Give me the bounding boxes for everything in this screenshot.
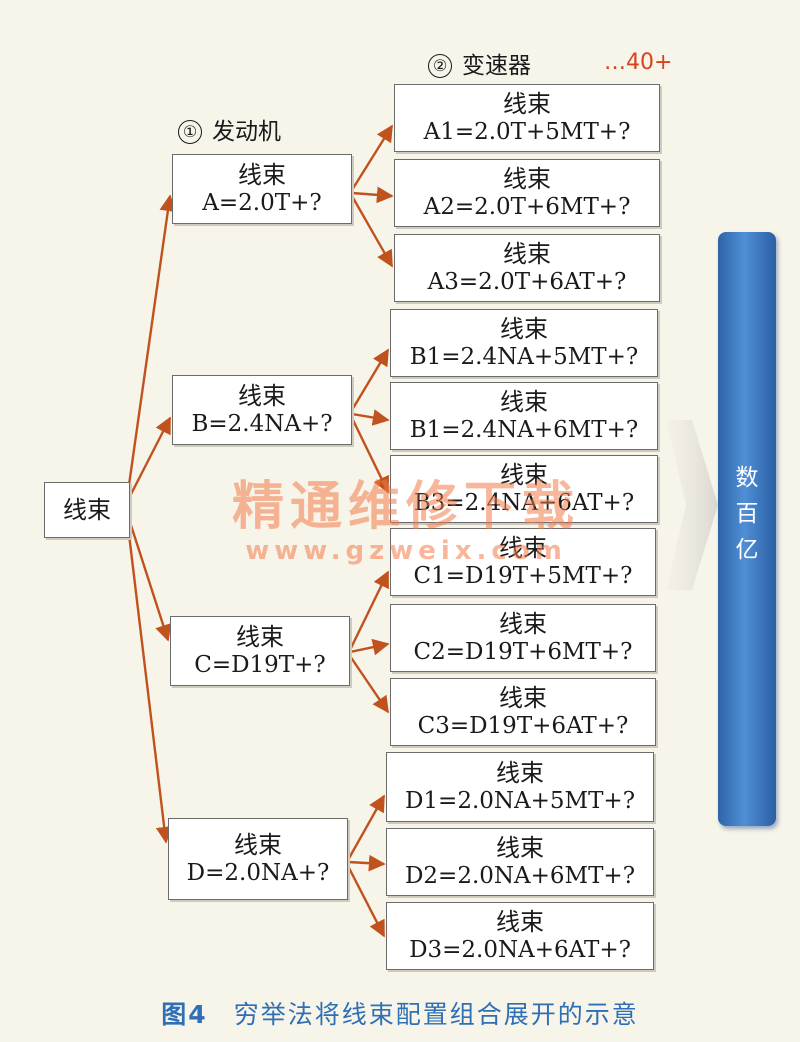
node-label: 线束: [234, 831, 282, 859]
engine-node-b: 线束 B=2.4NA+?: [172, 375, 352, 445]
transmission-header: ② 变速器: [428, 46, 531, 80]
config-node-c3: 线束 C3=D19T+6AT+?: [390, 678, 656, 746]
node-formula: A1=2.0T+5MT+?: [423, 119, 631, 145]
arrow-c-to-c2: [349, 638, 390, 656]
arrow-root-to-c: [126, 515, 172, 642]
config-node-b3: 线束 B3=2.4NA+6AT+?: [390, 455, 658, 523]
engine-node-a: 线束 A=2.0T+?: [172, 154, 352, 224]
node-label: 线束: [503, 240, 551, 268]
node-label: 线束: [496, 759, 544, 787]
result-bar: 数 百 亿: [718, 232, 776, 826]
node-label: 线束: [238, 161, 286, 189]
node-formula: B1=2.4NA+5MT+?: [409, 344, 639, 370]
config-node-d3: 线束 D3=2.0NA+6AT+?: [386, 902, 654, 970]
node-label: 线束: [496, 908, 544, 936]
arrow-b-to-b1: [350, 348, 390, 411]
node-formula: A3=2.0T+6AT+?: [427, 269, 627, 295]
transmission-header-label: 变速器: [462, 53, 531, 79]
node-formula: C2=D19T+6MT+?: [413, 639, 633, 665]
figure-caption-text: 穷举法将线束配置组合展开的示意: [233, 1000, 639, 1029]
arrow-root-to-a: [126, 194, 177, 493]
node-label: 线束: [500, 461, 548, 489]
node-formula: C1=D19T+5MT+?: [413, 563, 633, 589]
node-formula: B=2.4NA+?: [191, 411, 333, 437]
config-node-c1: 线束 C1=D19T+5MT+?: [390, 528, 656, 596]
config-node-a3: 线束 A3=2.0T+6AT+?: [394, 234, 660, 302]
arrow-c-to-c3: [349, 655, 389, 714]
result-char: 百: [735, 501, 759, 527]
node-label: 线束: [500, 388, 548, 416]
node-label: 线束: [499, 684, 547, 712]
node-formula: D3=2.0NA+6AT+?: [409, 937, 631, 963]
step-number-2: ②: [428, 54, 452, 78]
config-node-a1: 线束 A1=2.0T+5MT+?: [394, 84, 660, 152]
result-char: 亿: [735, 537, 759, 563]
arrow-a-to-a2: [351, 186, 394, 204]
node-formula: C=D19T+?: [194, 652, 326, 678]
figure-number: 图4: [161, 1000, 208, 1029]
node-formula: B3=2.4NA+6AT+?: [413, 490, 635, 516]
arrow-c-to-c1: [348, 570, 390, 651]
node-formula: B1=2.4NA+6MT+?: [409, 417, 639, 443]
arrow-b-to-b3: [350, 417, 390, 494]
engine-header: ① 发动机: [178, 112, 281, 146]
root-node: 线束: [44, 482, 130, 538]
node-label: 线束: [499, 534, 547, 562]
arrow-d-to-d3: [346, 865, 386, 938]
node-label: 线束: [503, 165, 551, 193]
node-label: 线束: [238, 382, 286, 410]
node-formula: D1=2.0NA+5MT+?: [404, 788, 636, 814]
node-label: 线束: [499, 610, 547, 638]
arrow-a-to-a3: [350, 195, 394, 268]
engine-node-d: 线束 D=2.0NA+?: [168, 818, 348, 900]
arrow-root-to-b: [126, 416, 172, 501]
root-node-label: 线束: [63, 496, 111, 524]
node-label: 线束: [236, 623, 284, 651]
config-node-b2: 线束 B1=2.4NA+6MT+?: [390, 382, 658, 450]
node-label: 线束: [500, 315, 548, 343]
node-label: 线束: [503, 90, 551, 118]
config-node-d1: 线束 D1=2.0NA+5MT+?: [386, 752, 654, 822]
node-formula: A=2.0T+?: [202, 190, 322, 216]
more-count-label: …40+: [604, 50, 673, 75]
arrow-d-to-d2: [347, 854, 386, 872]
node-formula: C3=D19T+6AT+?: [417, 713, 629, 739]
arrow-d-to-d1: [346, 794, 386, 861]
arrow-b-to-b2: [351, 409, 390, 426]
expansion-arrow: [666, 420, 718, 590]
node-label: 线束: [496, 834, 544, 862]
node-formula: A2=2.0T+6MT+?: [423, 194, 631, 220]
arrow-root-to-d: [126, 525, 173, 844]
node-formula: D2=2.0NA+6MT+?: [404, 863, 636, 889]
step-number-1: ①: [178, 120, 202, 144]
engine-header-label: 发动机: [212, 119, 281, 145]
engine-node-c: 线束 C=D19T+?: [170, 616, 350, 686]
node-formula: D=2.0NA+?: [186, 860, 330, 886]
config-node-c2: 线束 C2=D19T+6MT+?: [390, 604, 656, 672]
config-node-b1: 线束 B1=2.4NA+5MT+?: [390, 309, 658, 377]
arrow-a-to-a1: [350, 124, 394, 191]
config-node-a2: 线束 A2=2.0T+6MT+?: [394, 159, 660, 227]
result-char: 数: [735, 465, 759, 491]
config-node-d2: 线束 D2=2.0NA+6MT+?: [386, 828, 654, 896]
figure-caption: 图4 穷举法将线束配置组合展开的示意: [0, 995, 800, 1031]
